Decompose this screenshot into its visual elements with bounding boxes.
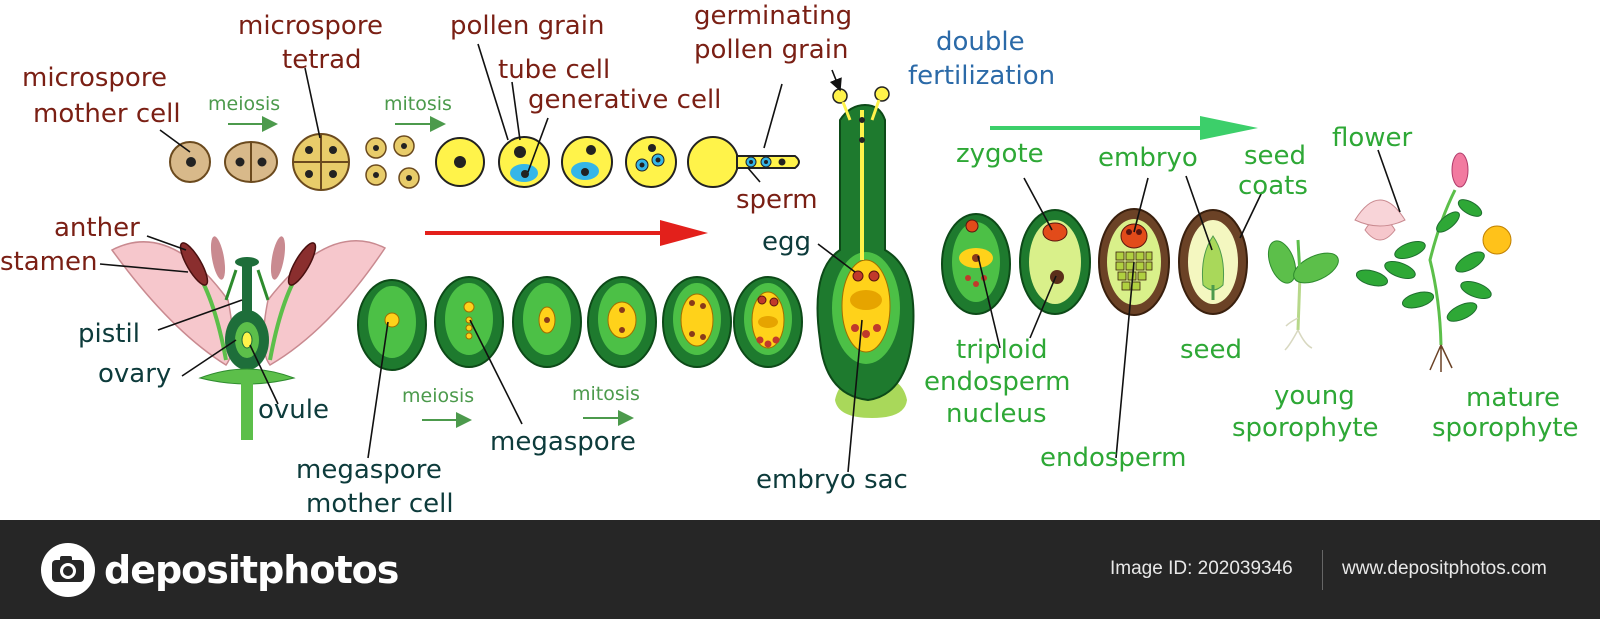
- label-anther: anther: [54, 213, 140, 243]
- mature-sporophyte-illustration: [1354, 152, 1512, 372]
- label-ovary: ovary: [98, 359, 171, 389]
- label-mature-sporophyte-1: mature: [1466, 383, 1560, 413]
- label-mitosis-bottom: mitosis: [572, 383, 640, 405]
- label-microspore-tetrad-1: microspore: [238, 11, 383, 41]
- label-pistil: pistil: [78, 319, 140, 349]
- label-microspore-mother-cell-2: mother cell: [33, 99, 181, 129]
- label-seed-coats-2: coats: [1238, 171, 1308, 201]
- label-double-fertilization-1: double: [936, 27, 1025, 57]
- image-id-text: Image ID: 202039346: [1110, 558, 1293, 579]
- label-generative-cell: generative cell: [528, 85, 721, 115]
- label-stamen: stamen: [0, 247, 97, 277]
- label-sperm: sperm: [736, 185, 818, 215]
- label-meiosis-top: meiosis: [208, 93, 280, 115]
- label-megaspore-mother-cell-2: mother cell: [306, 489, 454, 519]
- label-embryo: embryo: [1098, 143, 1198, 173]
- label-seed: seed: [1180, 335, 1242, 365]
- label-embryo-sac: embryo sac: [756, 465, 908, 495]
- label-megaspore-mother-cell-1: megaspore: [296, 455, 442, 485]
- fertilized-ovule: [816, 86, 915, 418]
- label-seed-coats-1: seed: [1244, 141, 1306, 171]
- label-young-sporophyte-2: sporophyte: [1232, 413, 1379, 443]
- label-meiosis-bottom: meiosis: [402, 385, 474, 407]
- stock-footer-bar: depositphotos Image ID: 202039346 www.de…: [0, 520, 1600, 619]
- young-sporophyte-illustration: [1267, 239, 1339, 351]
- label-flower: flower: [1332, 123, 1413, 153]
- label-microspore-tetrad-2: tetrad: [282, 45, 362, 75]
- brand-wordmark: depositphotos: [104, 548, 399, 592]
- flower-cross-section: [110, 236, 387, 440]
- label-triploid-endosperm-nucleus-2: endosperm: [924, 367, 1071, 397]
- label-mitosis-top: mitosis: [384, 93, 452, 115]
- label-mature-sporophyte-2: sporophyte: [1432, 413, 1579, 443]
- label-megaspore: megaspore: [490, 427, 636, 457]
- label-endosperm: endosperm: [1040, 443, 1187, 473]
- label-egg: egg: [762, 227, 811, 257]
- label-germinating-pollen-grain-1: germinating: [694, 1, 852, 31]
- microspore-sequence: [169, 133, 800, 191]
- label-triploid-endosperm-nucleus-3: nucleus: [946, 399, 1047, 429]
- label-zygote: zygote: [956, 139, 1044, 169]
- footer-divider: [1322, 550, 1323, 590]
- label-triploid-endosperm-nucleus-1: triploid: [956, 335, 1047, 365]
- label-young-sporophyte-1: young: [1274, 381, 1355, 411]
- camera-logo-icon: [41, 543, 95, 597]
- website-link[interactable]: www.depositphotos.com: [1342, 558, 1547, 579]
- angiosperm-life-cycle-diagram: microspore mother cell microspore tetrad…: [0, 1, 1579, 519]
- label-pollen-grain: pollen grain: [450, 11, 604, 41]
- ovule-sequence: [357, 276, 803, 371]
- label-ovule: ovule: [258, 395, 329, 425]
- label-double-fertilization-2: fertilization: [908, 61, 1055, 91]
- label-germinating-pollen-grain-2: pollen grain: [694, 35, 848, 65]
- label-microspore-mother-cell-1: microspore: [22, 63, 167, 93]
- label-tube-cell: tube cell: [498, 55, 610, 85]
- leader-lines: [99, 43, 1401, 473]
- labels: microspore mother cell microspore tetrad…: [0, 1, 1579, 519]
